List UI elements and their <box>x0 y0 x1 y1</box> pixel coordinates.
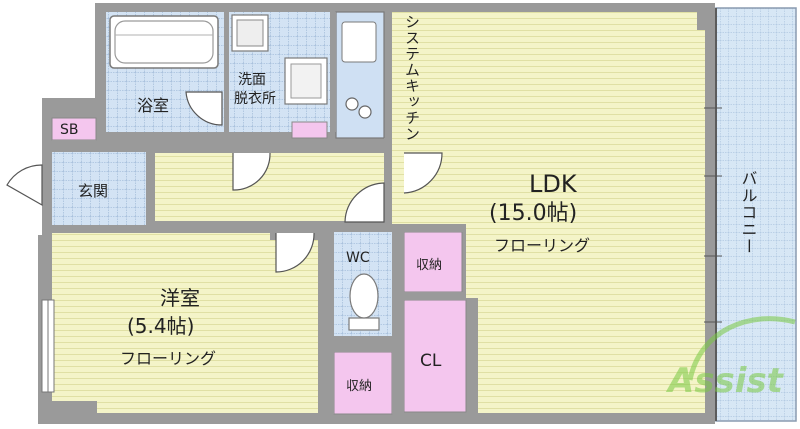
storage-lower <box>333 351 393 415</box>
western-room-floor <box>52 233 318 413</box>
label-western-size: (5.4帖) <box>127 314 194 338</box>
stove-burner-1 <box>345 97 359 111</box>
toilet-tank <box>348 317 380 331</box>
label-entrance: 玄関 <box>78 182 108 200</box>
toilet-bowl <box>349 273 379 319</box>
washing-machine-drum <box>236 19 264 47</box>
ldk-floor <box>392 12 705 413</box>
balcony-sash-marks <box>704 107 722 323</box>
label-kitchen: システムキッチン <box>403 14 421 142</box>
hall-cabinet <box>291 121 328 139</box>
label-western-floor: フローリング <box>120 349 216 368</box>
label-closet: CL <box>420 351 442 371</box>
closet-cl <box>403 299 467 413</box>
doors <box>6 91 443 273</box>
label-storage-lower: 収納 <box>346 379 372 394</box>
label-ldk-name: LDK <box>529 170 578 198</box>
label-shoe-box: SB <box>60 122 79 138</box>
label-ldk-floor: フローリング <box>494 236 590 255</box>
balcony-area <box>715 7 797 422</box>
storage-upper <box>403 231 463 293</box>
label-ldk-size: (15.0帖) <box>489 201 577 226</box>
bathtub-inner <box>114 20 214 64</box>
sink-bowl <box>290 63 322 99</box>
label-washroom-1: 洗面 <box>238 72 266 88</box>
watermark-text: Assist <box>665 361 785 401</box>
label-washroom-2: 脱衣所 <box>234 91 276 107</box>
label-bath: 浴室 <box>137 96 169 115</box>
assist-watermark: Assist <box>665 316 796 401</box>
interior-walls <box>52 12 466 414</box>
label-western-name: 洋室 <box>160 286 200 310</box>
label-toilet: WC <box>346 250 370 266</box>
stove-burner-2 <box>358 105 372 119</box>
entrance-tile <box>52 152 146 225</box>
label-storage-upper: 収納 <box>416 258 442 273</box>
kitchen-sink <box>341 21 377 63</box>
label-balcony: バルコニー <box>739 170 758 255</box>
